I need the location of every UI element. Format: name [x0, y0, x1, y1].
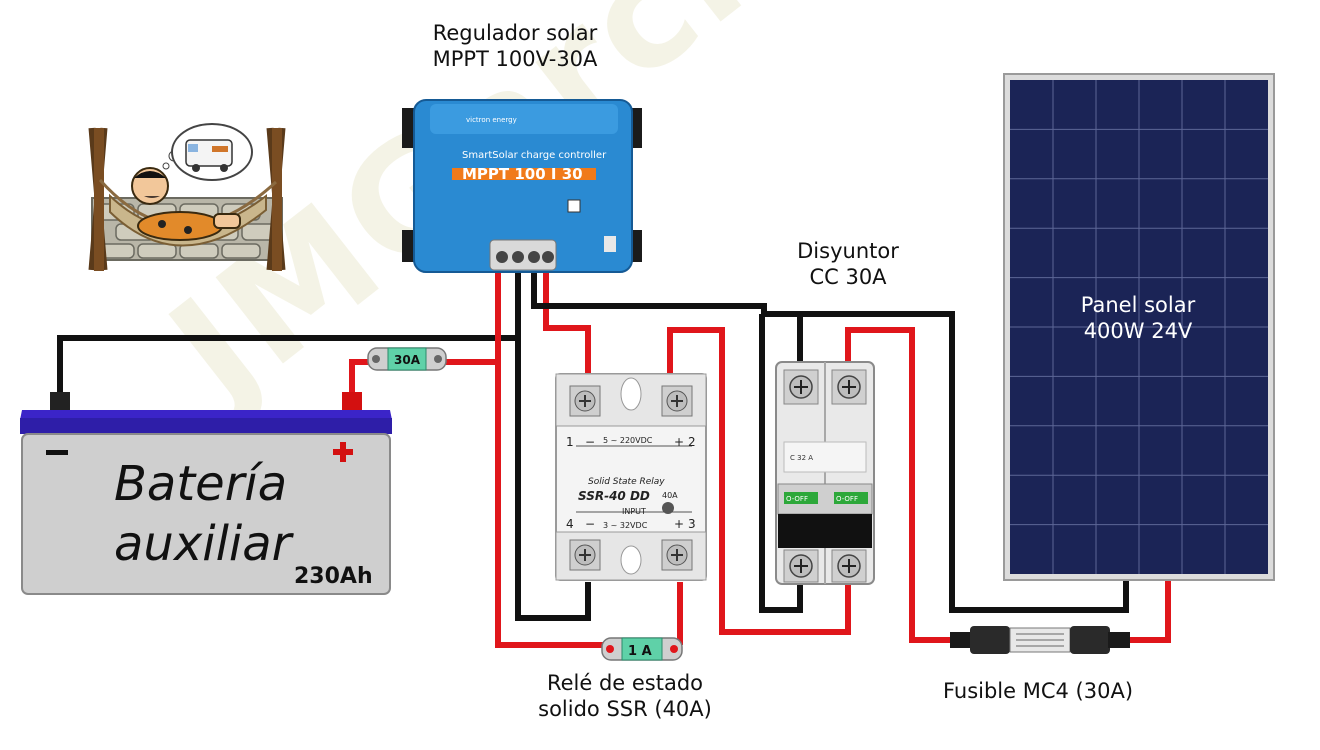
- mppt-controller: [402, 99, 642, 273]
- relay-terminal-4: 4: [566, 517, 574, 531]
- mc4-fuse-label: Fusible MC4 (30A): [942, 679, 1134, 703]
- controller-model: MPPT 100 I 30: [462, 165, 583, 183]
- hammock-cartoon: [88, 123, 286, 271]
- controller-label-line1: Regulador solar: [432, 21, 598, 45]
- panel-label: Panel solar 400W 24V: [1058, 292, 1218, 344]
- relay-output-voltage: 5 ~ 220VDC: [603, 436, 653, 445]
- battery-capacity: 230Ah: [294, 564, 373, 589]
- breaker-model: C 32 A: [790, 454, 813, 462]
- relay-output-plus: +: [674, 435, 684, 449]
- controller-label: Regulador solar MPPT 100V-30A: [405, 20, 625, 72]
- wiring: [57, 268, 1171, 648]
- battery: [20, 392, 392, 595]
- relay-fuse-label: 1 A: [628, 644, 652, 659]
- solar-panel: [1003, 73, 1275, 581]
- panel-label-line1: Panel solar: [1080, 293, 1196, 317]
- breaker-label-line1: Disyuntor: [797, 239, 899, 263]
- relay-label-line2: solido SSR (40A): [538, 697, 712, 721]
- battery-label-line2: auxiliar: [114, 516, 292, 572]
- controller-brand: victron energy: [466, 116, 517, 124]
- relay-input: INPUT: [622, 507, 646, 516]
- relay-model: SSR-40 DD: [578, 489, 650, 503]
- relay-terminal-2: 2: [688, 435, 696, 449]
- breaker-label-line2: CC 30A: [809, 265, 887, 289]
- battery-fuse-label: 30A: [394, 353, 421, 367]
- relay-input-minus: −: [585, 517, 595, 531]
- relay-label: Relé de estado solido SSR (40A): [510, 670, 740, 722]
- relay-title: Solid State Relay: [588, 477, 665, 487]
- mc4-fuse: [950, 626, 1130, 654]
- breaker-label: Disyuntor CC 30A: [768, 238, 928, 290]
- breaker-off-left: O-OFF: [786, 495, 808, 503]
- relay-output-minus: −: [585, 435, 595, 449]
- relay-terminal-3: 3: [688, 517, 696, 531]
- dc-breaker: [775, 361, 875, 585]
- controller-label-line2: MPPT 100V-30A: [432, 47, 598, 71]
- controller-product: SmartSolar charge controller: [462, 150, 607, 161]
- relay-terminal-1: 1: [566, 435, 574, 449]
- relay-input-plus: +: [674, 517, 684, 531]
- battery-fuse-30a: [367, 347, 447, 371]
- ssr-relay: [555, 373, 707, 581]
- relay-input-voltage: 3 ~ 32VDC: [603, 521, 648, 530]
- relay-current: 40A: [662, 491, 678, 500]
- battery-label-line1: Batería: [114, 456, 288, 512]
- panel-label-line2: 400W 24V: [1083, 319, 1193, 343]
- relay-fuse-1a: [601, 637, 683, 661]
- relay-label-line1: Relé de estado: [546, 671, 704, 695]
- breaker-off-right: O-OFF: [836, 495, 858, 503]
